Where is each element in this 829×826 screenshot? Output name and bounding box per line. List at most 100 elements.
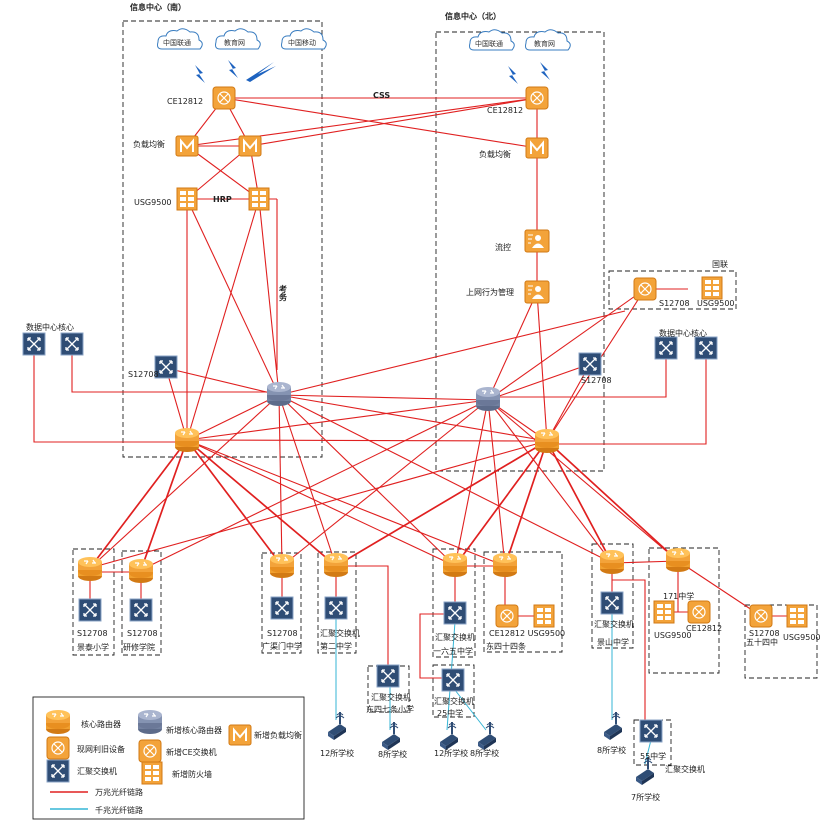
zone-site-9 bbox=[744, 604, 818, 679]
site-router-icon bbox=[665, 547, 691, 573]
zone-south bbox=[122, 20, 323, 458]
legend-core-router-icon bbox=[45, 709, 71, 735]
ce12812-south-label: CE12812 bbox=[167, 97, 203, 106]
zone-lianlian-title: 国联 bbox=[712, 260, 728, 269]
s12708-right-label: S12708 bbox=[581, 376, 612, 385]
firewall-icon bbox=[653, 600, 675, 624]
site-label: 景山中学 bbox=[597, 637, 629, 647]
firewall-icon bbox=[248, 187, 270, 211]
lightning-icon bbox=[195, 65, 205, 83]
zone-south-title: 信息中心（南） bbox=[130, 2, 186, 12]
school-terminal-icon bbox=[477, 721, 497, 751]
legend-new-fw-icon bbox=[141, 761, 163, 785]
legend: 核心路由器 新增核心路由器 新增负载均衡 现网利旧设备 新增CE交换机 汇聚交换… bbox=[32, 696, 305, 820]
load-balancer-icon bbox=[525, 137, 549, 159]
zone-site-7 bbox=[591, 543, 634, 649]
sub-site-label: 汇聚交换机 bbox=[434, 696, 474, 706]
dc-core-switch-icon bbox=[22, 332, 46, 356]
site-label: 171中学 bbox=[663, 591, 694, 601]
isp-label: 中国联通 bbox=[475, 39, 503, 48]
new-core-router-icon bbox=[475, 386, 501, 412]
site-router-icon bbox=[492, 552, 518, 578]
aggregation-switch-icon bbox=[600, 591, 624, 615]
aggregation-switch-icon bbox=[443, 601, 467, 625]
ce-switch-icon bbox=[495, 604, 519, 628]
school-terminal-icon bbox=[381, 721, 401, 751]
legend-existing: 现网利旧设备 bbox=[77, 744, 125, 754]
site-label: CE12812 USG9500 bbox=[489, 629, 565, 638]
sub-site-label: 汇聚交换机 bbox=[665, 764, 705, 774]
lb-south-label: 负载均衡 bbox=[133, 139, 165, 149]
lightning-icon bbox=[540, 62, 550, 80]
site-router-icon bbox=[128, 558, 154, 584]
zone-site-6 bbox=[483, 551, 563, 653]
ce12812-north-label: CE12812 bbox=[487, 106, 523, 115]
site-router-icon bbox=[269, 553, 295, 579]
zone-north-title: 信息中心（北） bbox=[445, 11, 501, 21]
ce-switch-icon bbox=[687, 600, 711, 624]
site-label: S12708 bbox=[127, 629, 158, 638]
lianlian-usg-label: USG9500 bbox=[697, 299, 735, 308]
site-label: S12708 bbox=[267, 629, 298, 638]
school-count-label: 8所学校 bbox=[470, 748, 499, 758]
lb-north-label: 负载均衡 bbox=[479, 149, 511, 159]
school-count-label: 8所学校 bbox=[378, 749, 407, 759]
new-core-router-icon bbox=[266, 381, 292, 407]
site-label: 一六五中学 bbox=[433, 646, 473, 656]
school-terminal-icon bbox=[439, 721, 459, 751]
site-label: 汇聚交换机 bbox=[320, 628, 360, 638]
sub-site-label: 25中学 bbox=[437, 708, 463, 718]
lianlian-s12708-label: S12708 bbox=[659, 299, 690, 308]
site-label: 景泰小学 bbox=[77, 642, 109, 652]
links-10g bbox=[33, 97, 797, 730]
sub-site-label: 东四七条小学 bbox=[366, 704, 414, 714]
site-label: 第二中学 bbox=[320, 641, 352, 651]
legend-existing-icon bbox=[46, 736, 70, 760]
ce-switch-icon bbox=[749, 604, 773, 628]
legend-aggregation: 汇聚交换机 bbox=[77, 766, 117, 776]
load-balancer-icon bbox=[238, 135, 262, 157]
site-label: 广渠门中学 bbox=[262, 641, 302, 651]
lightning-icon bbox=[508, 66, 518, 84]
lightning-icon bbox=[246, 62, 276, 82]
site-router-icon bbox=[323, 552, 349, 578]
css-label: CSS bbox=[373, 91, 390, 100]
dc-core-right-label: 数据中心核心 bbox=[659, 328, 707, 338]
ce12812-south-icon bbox=[212, 86, 236, 110]
site-extra-label: USG9500 bbox=[654, 631, 692, 640]
s12708-left-label: S12708 bbox=[128, 370, 159, 379]
aggregation-switch-icon bbox=[441, 668, 465, 692]
zone-site-8 bbox=[648, 547, 720, 674]
behavior-mgmt-icon bbox=[524, 280, 550, 304]
flow-control-icon bbox=[524, 229, 550, 253]
firewall-icon bbox=[786, 604, 808, 628]
legend-10g: 万兆光纤链路 bbox=[95, 787, 143, 797]
site-extra-label: USG9500 bbox=[783, 633, 821, 642]
isp-label: 中国联通 bbox=[163, 38, 191, 47]
dc-core-switch-icon bbox=[654, 336, 678, 360]
core-router-icon bbox=[174, 427, 200, 453]
site-extra-label: CE12812 bbox=[686, 624, 722, 633]
school-count-label: 7所学校 bbox=[631, 792, 660, 802]
zone-s25 bbox=[432, 664, 475, 718]
dc-core-switch-icon bbox=[60, 332, 84, 356]
legend-new-ce: 新增CE交换机 bbox=[166, 747, 217, 757]
dc-core-left-label: 数据中心核心 bbox=[26, 322, 74, 332]
site-label: 研修学院 bbox=[123, 642, 155, 652]
usg-south-label: USG9500 bbox=[134, 198, 172, 207]
school-terminal-icon bbox=[603, 711, 623, 741]
lightning-icon bbox=[228, 60, 238, 78]
lianlian-s12708-icon bbox=[633, 277, 657, 301]
isp-label: 教育网 bbox=[224, 38, 245, 47]
legend-new-fw: 新增防火墙 bbox=[172, 769, 212, 779]
site-label: S12708 bbox=[77, 629, 108, 638]
lianlian-firewall-icon bbox=[701, 276, 723, 300]
school-count-label: 12所学校 bbox=[320, 748, 354, 758]
site-router-icon bbox=[442, 552, 468, 578]
s12708-switch-icon bbox=[578, 352, 602, 376]
zone-site-4 bbox=[317, 551, 357, 654]
aggregation-switch-icon bbox=[639, 719, 663, 743]
site-label: 五十四中 bbox=[746, 637, 778, 647]
